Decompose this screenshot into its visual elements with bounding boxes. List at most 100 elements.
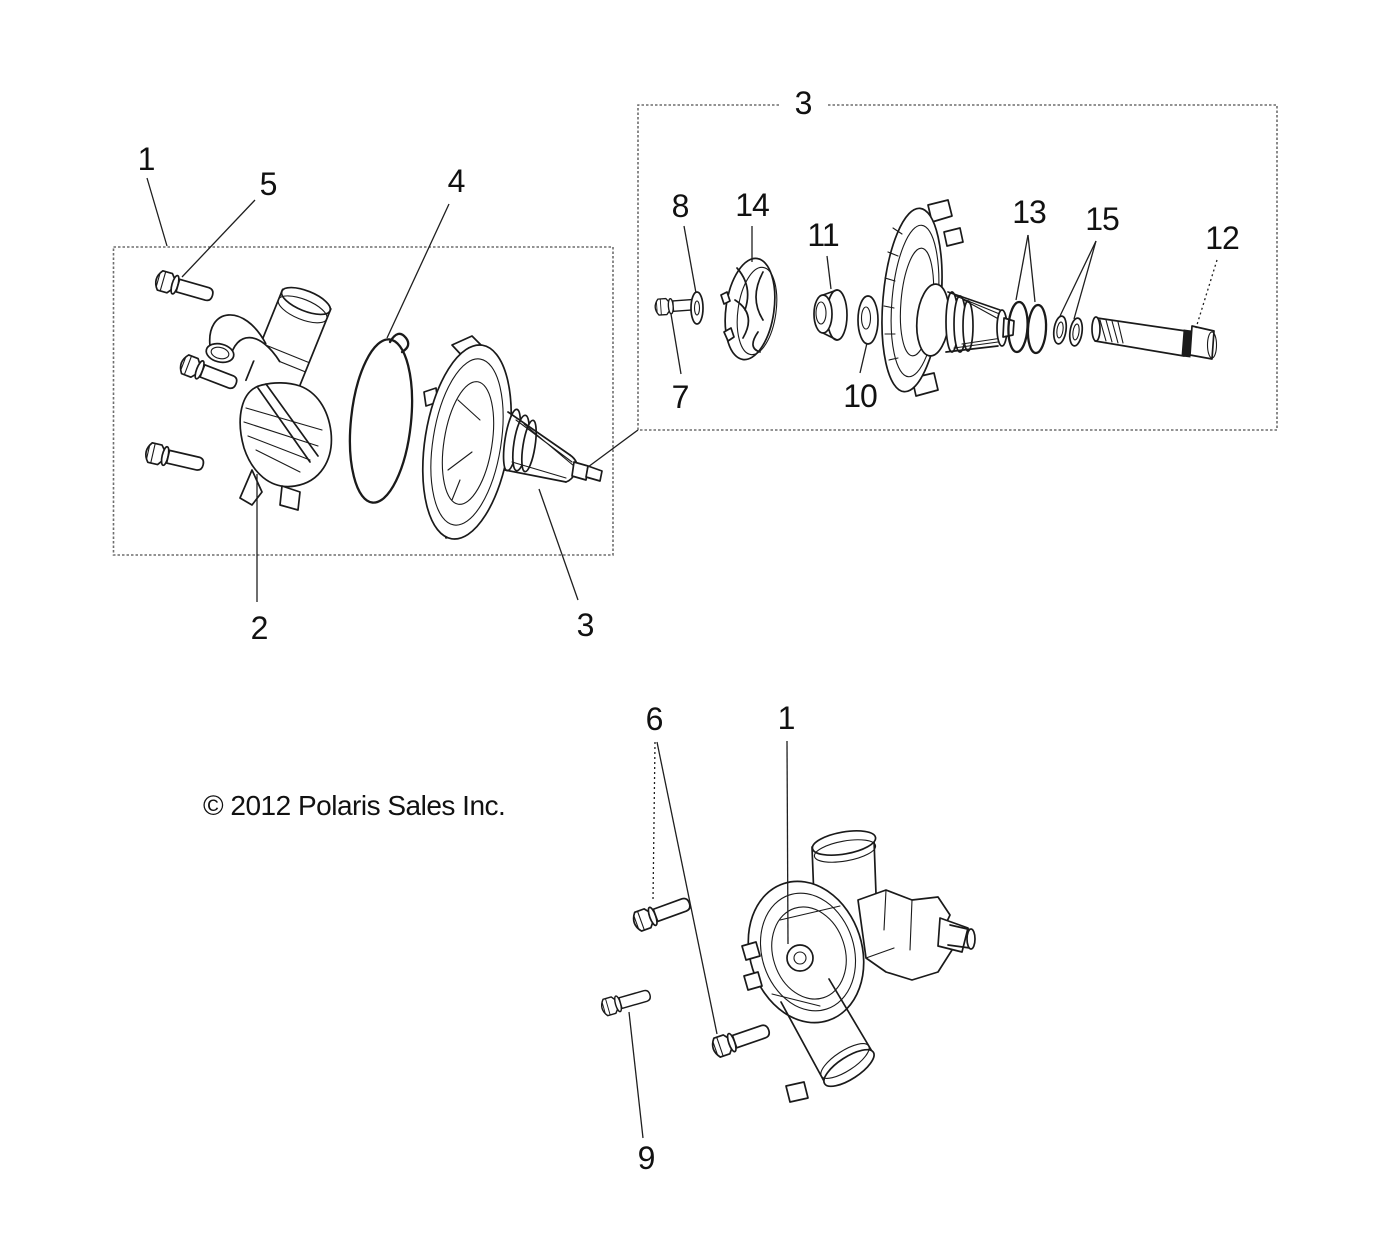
path-shape xyxy=(734,267,764,353)
ellipse-shape xyxy=(441,381,495,505)
ellipse-shape xyxy=(759,892,857,1012)
path-shape xyxy=(743,971,763,991)
callout-3-leader-line xyxy=(538,488,579,601)
pump-shaft-drawing xyxy=(1091,316,1218,360)
use-shape xyxy=(143,441,207,476)
oring-pair-drawing xyxy=(1007,300,1048,355)
callout-13-label: 13 xyxy=(1012,194,1046,230)
path-shape xyxy=(865,889,913,959)
path-shape xyxy=(1094,317,1187,357)
ellipse-shape xyxy=(1056,321,1064,339)
callout-15-leader-line xyxy=(1073,240,1097,320)
callout-7-leader-line xyxy=(670,313,682,375)
ellipse-shape xyxy=(520,419,538,473)
callout-12-leader-line xyxy=(1195,259,1218,329)
path-shape xyxy=(239,382,333,488)
pump-cover-drawing xyxy=(881,199,1015,397)
callout-9-leader-line xyxy=(628,1011,644,1139)
ellipse-shape xyxy=(823,1048,875,1088)
detail-callout-connector xyxy=(587,429,639,468)
use-shape xyxy=(630,892,694,934)
callout-1-label: 1 xyxy=(778,700,795,736)
washer-drawing xyxy=(690,291,704,325)
callout-14-label: 14 xyxy=(735,187,769,223)
path-shape xyxy=(511,419,575,479)
water-pump-subassembly-drawing xyxy=(421,335,603,540)
mounting-bolt-drawing xyxy=(630,892,694,934)
mounting-bolt-drawing xyxy=(709,1019,773,1060)
ellipse-shape xyxy=(1091,316,1101,342)
callout-12-label: 12 xyxy=(1205,220,1239,256)
ellipse-shape xyxy=(771,906,847,1000)
callout-5-leader-line xyxy=(181,199,256,278)
assembled-pump-drawing xyxy=(599,829,976,1103)
callout-15-leader-line xyxy=(1059,240,1097,317)
thermostat-housing-drawing xyxy=(205,286,333,511)
outlet-pipe-drawing xyxy=(780,978,875,1103)
callout-3-label: 3 xyxy=(795,85,812,121)
use-shape xyxy=(709,1019,773,1060)
callout-8-leader-line xyxy=(683,225,697,294)
path-shape xyxy=(945,291,1001,353)
callout-13-leader-line xyxy=(1015,234,1029,301)
callout-10-leader-line xyxy=(859,342,868,374)
ellipse-shape xyxy=(1068,317,1084,347)
ellipse-shape xyxy=(736,266,778,356)
line-shape xyxy=(780,1001,826,1084)
line-shape xyxy=(245,288,284,382)
path-shape xyxy=(571,461,589,481)
ellipse-shape xyxy=(1206,331,1218,359)
mechanical-seal-drawing xyxy=(813,289,848,341)
callout-1-label: 1 xyxy=(138,141,155,177)
callout-3-label: 3 xyxy=(577,607,594,643)
callout-4-label: 4 xyxy=(448,163,465,199)
line-shape xyxy=(828,978,874,1054)
ellipse-shape xyxy=(820,1043,870,1079)
callout-10-label: 10 xyxy=(843,378,877,414)
path-shape xyxy=(720,291,735,342)
callout-2-label: 2 xyxy=(251,610,268,646)
path-shape xyxy=(388,332,410,354)
impeller-drawing xyxy=(720,257,778,361)
path-shape xyxy=(585,465,603,482)
path-shape xyxy=(947,924,973,949)
path-shape xyxy=(504,411,571,483)
path-shape xyxy=(785,1081,809,1103)
callout-9-label: 9 xyxy=(638,1140,655,1176)
callout-11-leader-line xyxy=(826,255,832,290)
ellipse-shape xyxy=(1072,323,1080,341)
path-shape xyxy=(771,905,841,1007)
ellipse-shape xyxy=(1052,315,1068,345)
ellipse-shape xyxy=(857,295,879,345)
callout-11-label: 11 xyxy=(807,217,838,253)
ellipse-shape xyxy=(811,829,877,857)
ellipse-shape xyxy=(690,291,704,325)
ellipse-shape xyxy=(280,286,332,316)
ellipse-shape xyxy=(430,358,504,526)
use-shape xyxy=(599,985,653,1018)
callout-7-label: 7 xyxy=(672,379,689,415)
path-shape xyxy=(857,889,953,981)
pump-body-drawing xyxy=(741,880,865,1024)
line-shape xyxy=(293,308,332,401)
callout-5-label: 5 xyxy=(260,166,277,202)
ellipse-shape xyxy=(210,346,230,360)
path-shape xyxy=(257,383,319,463)
path-shape xyxy=(447,399,481,501)
ellipse-shape xyxy=(813,839,877,863)
ellipse-shape xyxy=(815,301,827,325)
callout-1-leader-line xyxy=(146,177,168,247)
path-shape xyxy=(1099,319,1124,344)
callout-4-leader-line xyxy=(386,203,450,339)
gear-housing-drawing xyxy=(857,889,976,981)
gasket-oring-drawing xyxy=(348,332,414,504)
detail-box-a-border xyxy=(112,246,614,556)
callout-1-leader-line xyxy=(786,740,789,945)
callout-8-label: 8 xyxy=(672,188,689,224)
path-shape xyxy=(279,485,301,511)
g-shape xyxy=(245,286,332,401)
mounting-bolt-drawing xyxy=(143,441,207,476)
